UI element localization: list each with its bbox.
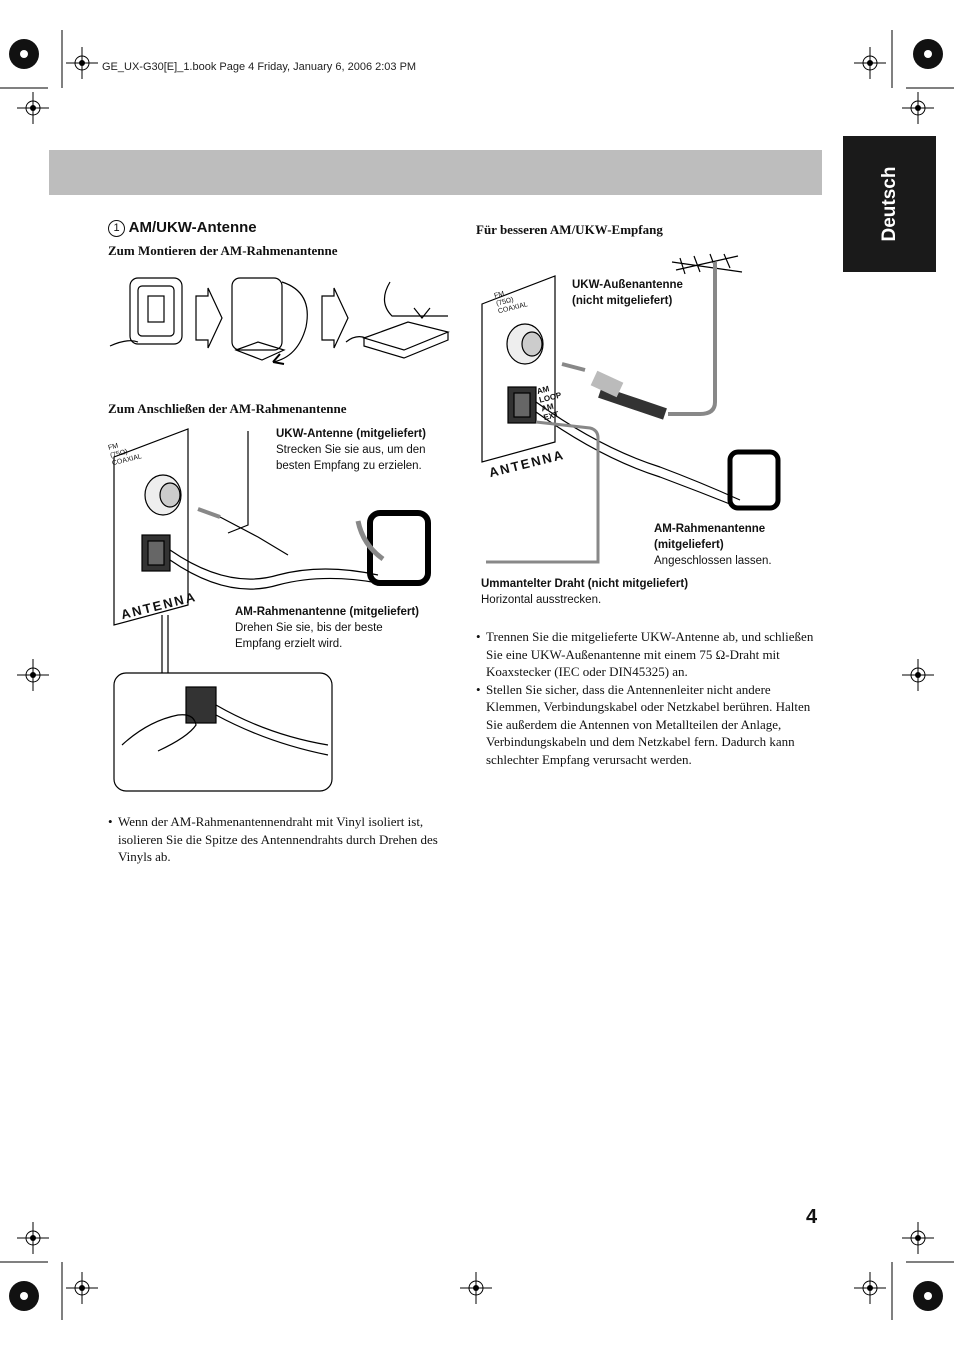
fm-antenna-desc-2: besten Empfang zu erzielen. (276, 460, 422, 472)
am-loop-desc-2: Empfang erzielt wird. (235, 638, 343, 650)
connect-heading: Zum Anschließen der AM-Rahmenantenne (108, 401, 347, 416)
header-band (49, 150, 822, 195)
right-am-loop-desc: Angeschlossen lassen. (654, 555, 772, 567)
section-title: 1 AM/UKW-Antenne (108, 219, 257, 237)
language-tab-label: Deutsch (878, 166, 900, 242)
language-tab: Deutsch (843, 136, 936, 272)
left-bullet-list: Wenn der AM-Rahmenantennendraht mit Viny… (108, 813, 453, 866)
outdoor-antenna-title-2: (nicht mitgeliefert) (572, 295, 673, 307)
section-number-circle: 1 (108, 220, 125, 237)
left-bullet-item: Wenn der AM-Rahmenantennendraht mit Viny… (108, 813, 453, 866)
outdoor-antenna-title-1: UKW-Außenantenne (572, 279, 683, 291)
file-info-header: GE_UX-G30[E]_1.book Page 4 Friday, Janua… (102, 61, 417, 73)
am-loop-desc-1: Drehen Sie sie, bis der beste (235, 622, 383, 634)
wire-desc: Horizontal ausstrecken. (481, 594, 602, 606)
right-bullet-item: Stellen Sie sicher, dass die Antennenlei… (476, 681, 816, 769)
better-reception-heading: Für besseren AM/UKW-Empfang (476, 222, 663, 237)
left-connection-diagram (113, 428, 431, 792)
mounting-diagram (109, 277, 450, 365)
right-bullet-list: Trennen Sie die mitgelieferte UKW-Antenn… (476, 628, 816, 768)
right-am-loop-title-1: AM-Rahmenantenne (654, 523, 766, 535)
mount-heading: Zum Montieren der AM-Rahmenantenne (108, 243, 338, 258)
fm-antenna-title: UKW-Antenne (mitgeliefert) (276, 428, 426, 440)
right-am-loop-title-2: (mitgeliefert) (654, 539, 724, 551)
am-loop-title: AM-Rahmenantenne (mitgeliefert) (235, 606, 420, 618)
page-number: 4 (806, 1206, 818, 1228)
fm-antenna-desc-1: Strecken Sie sie aus, um den (276, 444, 426, 456)
wire-title: Ummantelter Draht (nicht mitgeliefert) (481, 578, 689, 590)
right-connection-diagram (481, 253, 781, 564)
section-title-text: AM/UKW-Antenne (128, 219, 257, 236)
right-bullet-item: Trennen Sie die mitgelieferte UKW-Antenn… (476, 628, 816, 681)
